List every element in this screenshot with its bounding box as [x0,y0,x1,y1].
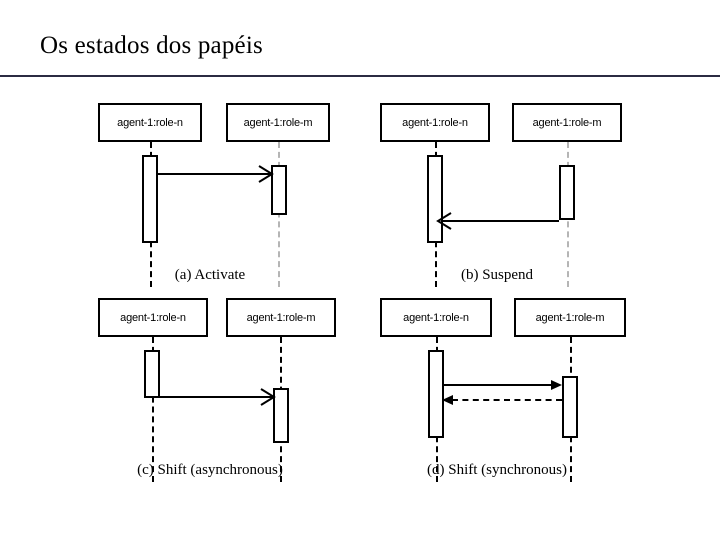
lifeline-head-role-m: agent-1:role-m [514,298,626,337]
diagram-caption: (c) Shift (asynchronous) [137,462,283,478]
message-line-shift-async [160,396,273,398]
activation-bar-role-n [428,350,444,438]
lifeline-label: agent-1:role-m [532,116,602,129]
diagram-shift-synchronous: agent-1:role-n agent-1:role-m (d) Shift … [372,290,626,485]
lifeline-head-role-m: agent-1:role-m [226,298,336,337]
diagram-caption: (b) Suspend [460,267,534,283]
lifeline-role-n [152,337,154,482]
activation-bar-role-m [273,388,289,443]
arrow-head-filled-right-icon [551,380,562,390]
diagram-suspend: agent-1:role-n agent-1:role-m (b) Suspen… [372,95,622,290]
lifeline-label: agent-1:role-m [243,116,313,129]
message-line-shift-sync-return [452,399,562,401]
arrow-head-open-right-icon [258,165,274,183]
sequence-diagram-grid: agent-1:role-n agent-1:role-m (a) Activa… [0,85,720,485]
lifeline-head-role-n: agent-1:role-n [380,298,492,337]
lifeline-head-role-m: agent-1:role-m [512,103,622,142]
activation-bar-role-n [144,350,160,398]
lifeline-head-role-n: agent-1:role-n [98,103,202,142]
lifeline-head-role-n: agent-1:role-n [380,103,490,142]
arrow-head-open-right-icon [260,388,276,406]
message-line-shift-sync-call [444,384,552,386]
page-title: Os estados dos papéis [40,32,263,59]
lifeline-label: agent-1:role-m [246,311,316,324]
message-line-activate [158,173,271,175]
lifeline-label: agent-1:role-n [402,116,468,129]
title-divider [0,75,720,77]
activation-bar-role-m [271,165,287,215]
arrow-head-open-left-icon [436,212,452,230]
diagram-caption: (d) Shift (synchronous) [427,462,567,478]
activation-bar-role-n [142,155,158,243]
activation-bar-role-m [562,376,578,438]
activation-bar-role-m [559,165,575,220]
lifeline-label: agent-1:role-n [120,311,186,324]
lifeline-head-role-n: agent-1:role-n [98,298,208,337]
lifeline-label: agent-1:role-m [535,311,605,324]
message-line-suspend [443,220,559,222]
diagram-shift-asynchronous: agent-1:role-n agent-1:role-m (c) Shift … [90,290,336,485]
arrow-head-filled-left-icon [442,395,453,405]
diagram-activate: agent-1:role-n agent-1:role-m (a) Activa… [90,95,330,290]
lifeline-head-role-m: agent-1:role-m [226,103,330,142]
lifeline-label: agent-1:role-n [117,116,183,129]
diagram-caption: (a) Activate [174,267,246,283]
lifeline-label: agent-1:role-n [403,311,469,324]
